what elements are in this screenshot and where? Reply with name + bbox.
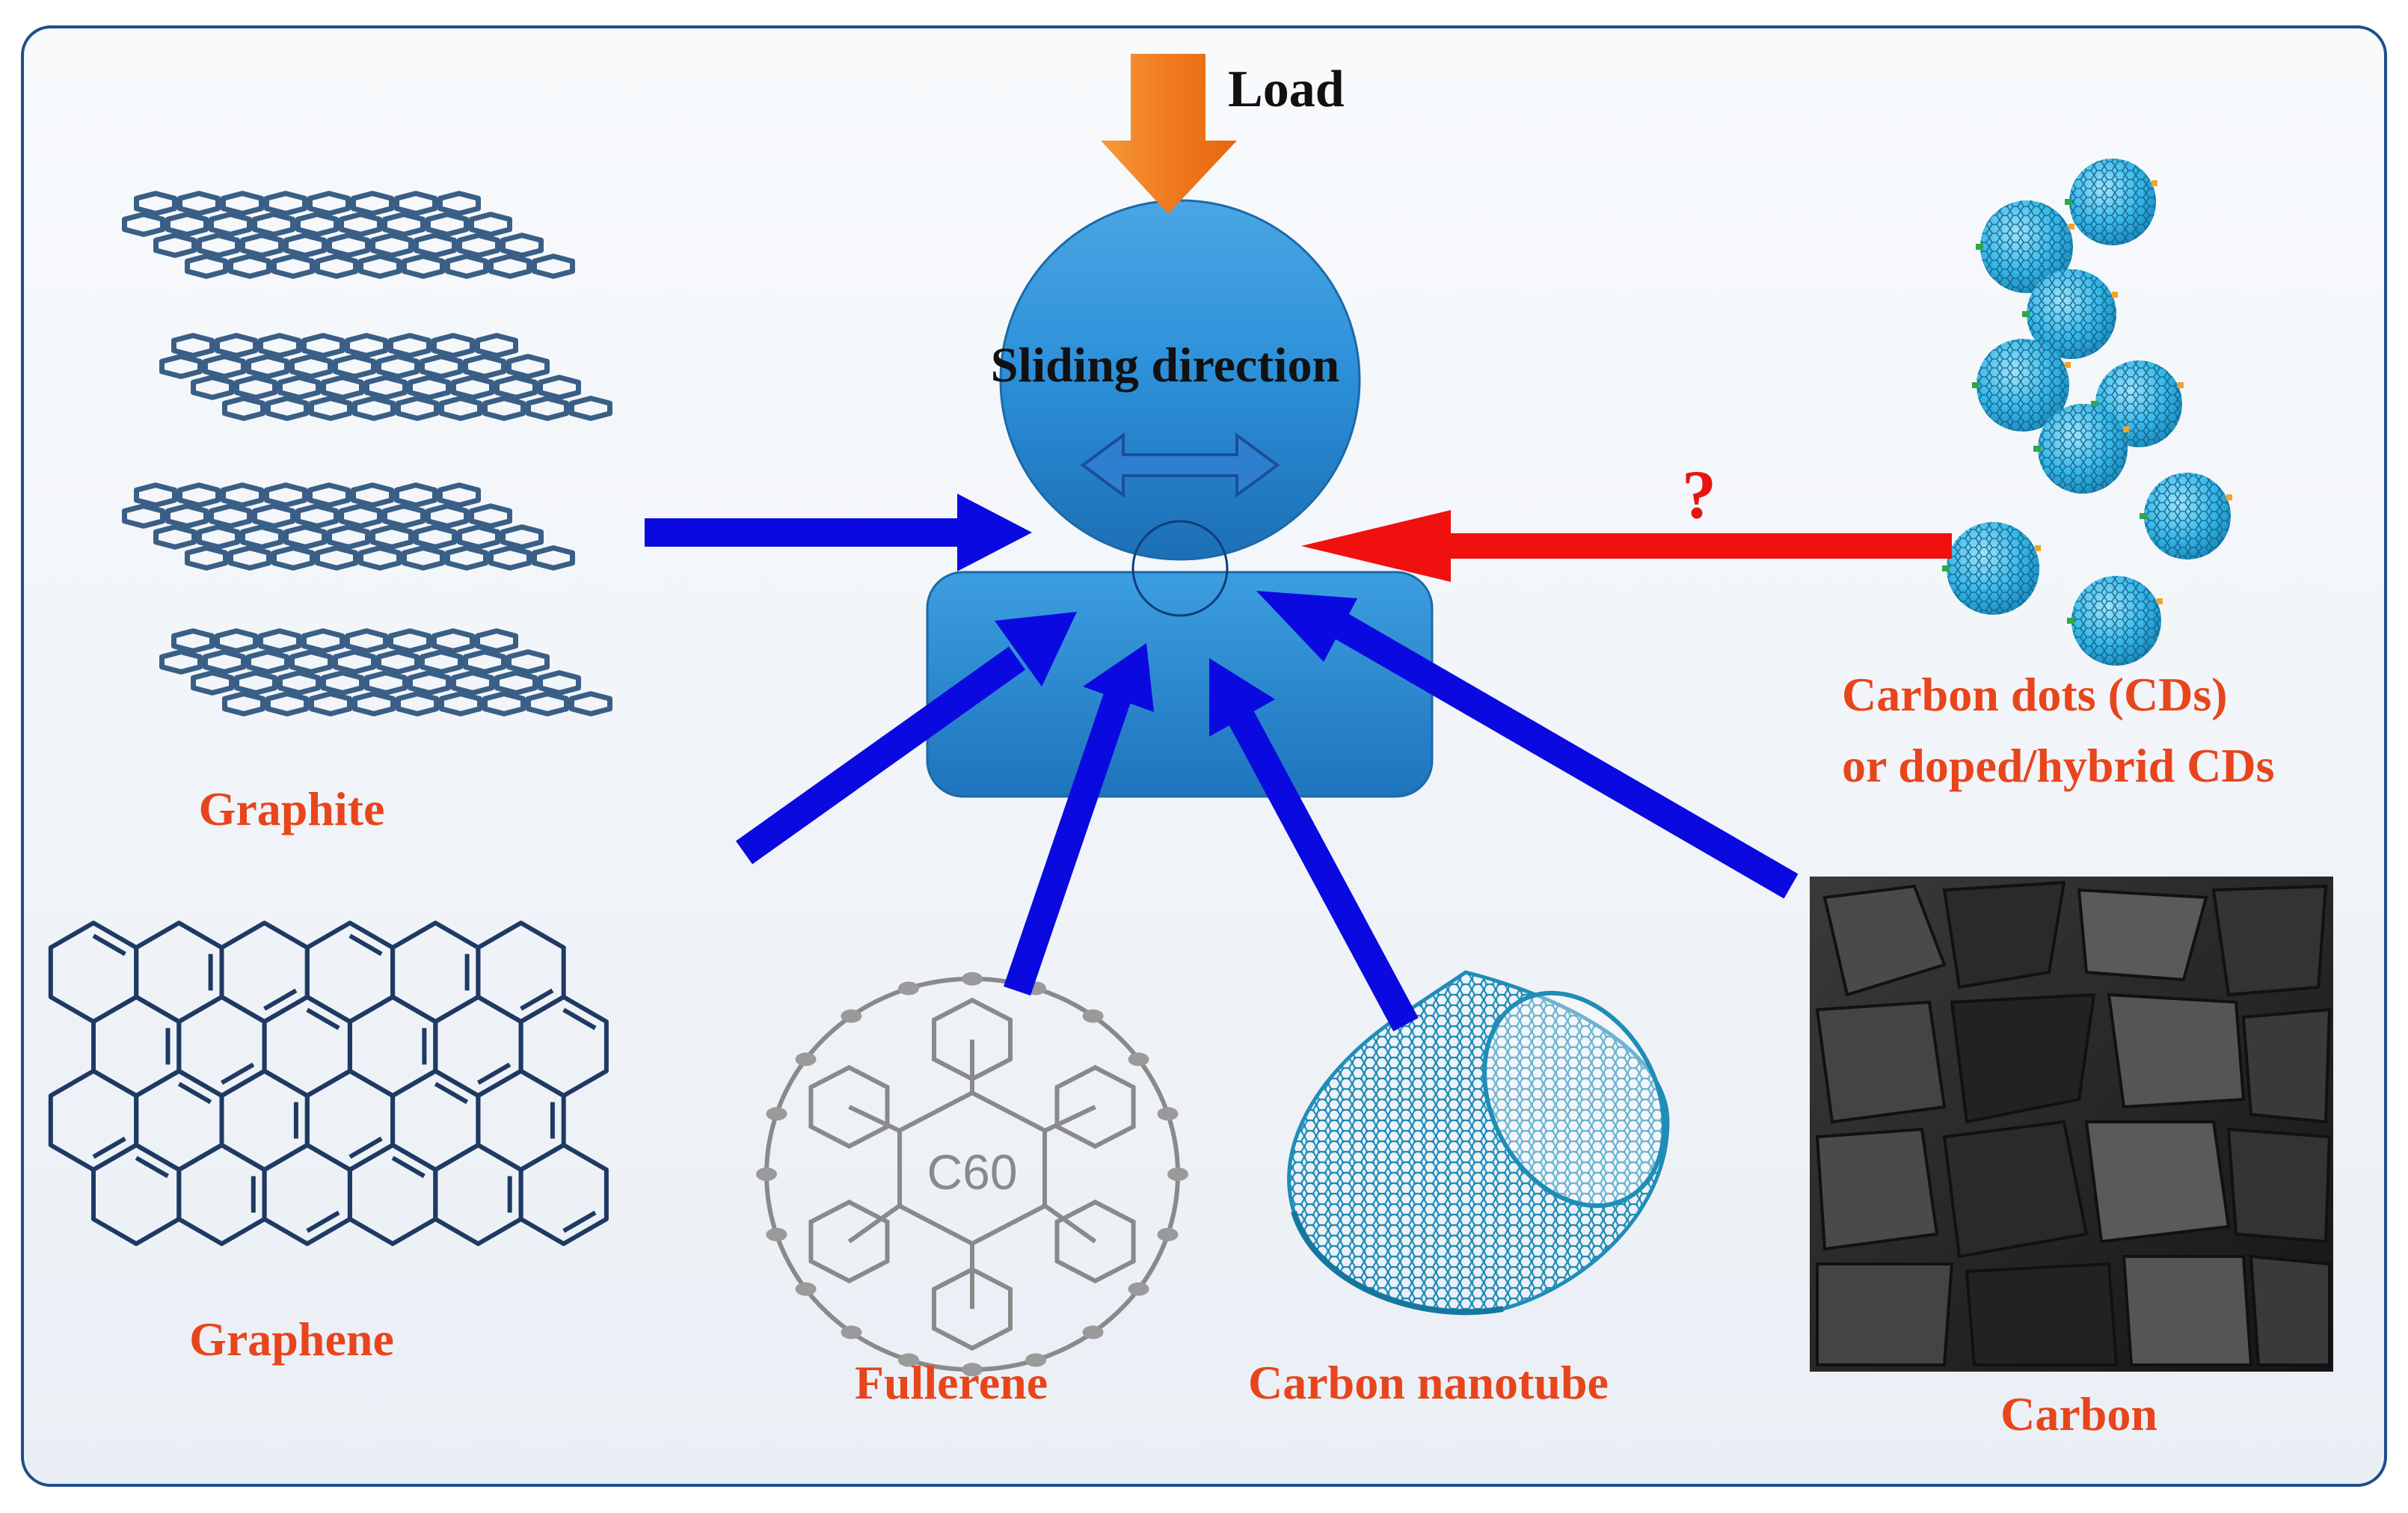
arrow-from-fullerene (1004, 643, 1154, 996)
fullerene-inner-label: C60 (927, 1144, 1017, 1200)
arrow-from-graphite (645, 494, 1032, 571)
carbon-dot (2067, 576, 2163, 666)
graphite-label: Graphite (199, 782, 385, 835)
contact-zone-circle (1131, 520, 1229, 617)
question-mark: ? (1682, 456, 1716, 533)
graphite-sheet (122, 191, 575, 279)
arrow-from-carbon-dots (1301, 510, 1952, 582)
graphene-ring (518, 1143, 609, 1246)
fullerene-label: Fullerene (855, 1356, 1048, 1409)
graphite-sheet (159, 628, 612, 716)
carbon-dot (1942, 522, 2041, 615)
sliding-direction-label: Sliding direction (991, 338, 1339, 393)
carbon-dots-label-line2: or doped/hybrid CDs (1842, 739, 2275, 792)
graphite-sheet (159, 333, 612, 421)
carbon-dot (1972, 339, 2071, 432)
carbon-dot (2140, 473, 2232, 559)
arrow-from-nanotube (1209, 658, 1419, 1031)
carbon-dot (1976, 200, 2074, 293)
arrow-from-graphene (735, 612, 1077, 865)
carbon-dot (2022, 269, 2118, 359)
carbon-dots-label-line1: Carbon dots (CDs) (1842, 668, 2228, 721)
carbon-photo (1810, 877, 2333, 1372)
nanotube-structure (1287, 970, 1670, 1316)
carbon-dots-cluster (1942, 159, 2232, 666)
sliding-direction-double-arrow (1080, 432, 1280, 498)
load-label: Load (1228, 61, 1345, 118)
fullerene-structure (756, 972, 1188, 1377)
nanotube-label: Carbon nanotube (1248, 1356, 1609, 1409)
arrow-from-carbon (1256, 591, 1799, 899)
load-arrow (1101, 54, 1237, 214)
carbon-dot (2065, 159, 2157, 245)
carbon-dot (2033, 404, 2129, 494)
graphene-label: Graphene (189, 1313, 394, 1366)
carbon-label: Carbon (2000, 1387, 2157, 1440)
graphite-sheet (122, 482, 575, 571)
graphene-structure (48, 921, 609, 1246)
graphite-structure (122, 191, 612, 716)
